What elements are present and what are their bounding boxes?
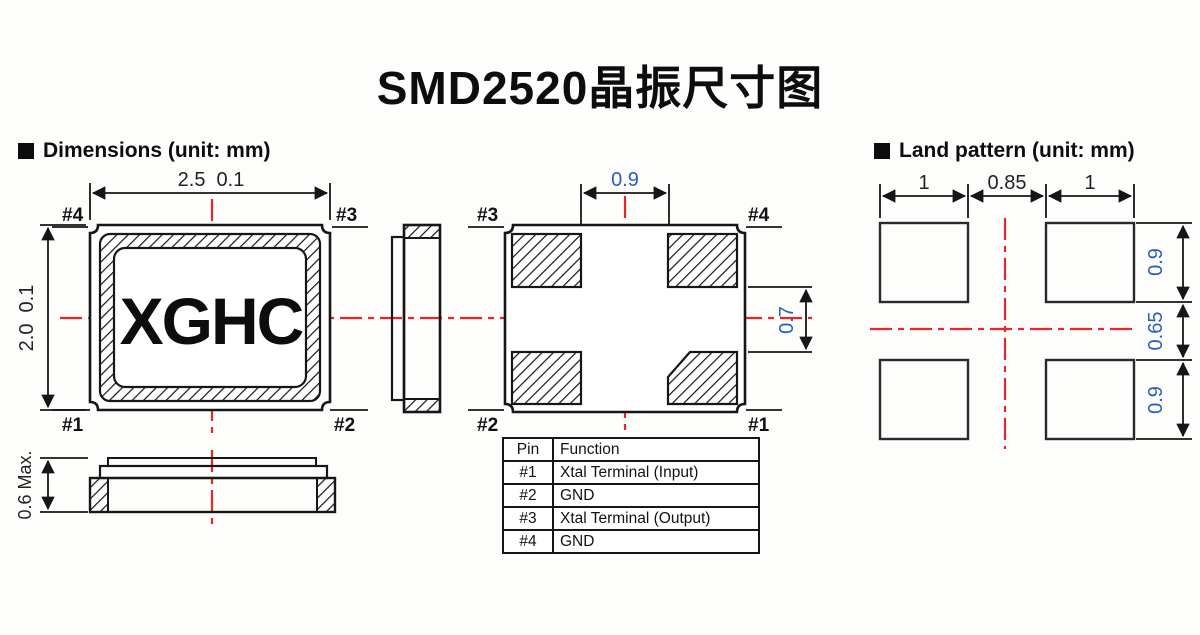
side-view-top-seal-hatch bbox=[403, 224, 441, 239]
profile-view-upper-body bbox=[98, 464, 329, 480]
table-row: #1 Xtal Terminal (Input) bbox=[502, 460, 760, 485]
pad-height-dimension: 0.7 bbox=[748, 286, 813, 353]
bottom-view-pad3 bbox=[510, 232, 583, 289]
page-title: SMD2520晶振尺寸图 bbox=[376, 62, 824, 114]
land-pad-top-left bbox=[878, 221, 970, 304]
profile-view bbox=[88, 457, 337, 514]
land-pad-width-right-text: 1 bbox=[1084, 172, 1095, 194]
pin-cell: #4 bbox=[502, 529, 554, 554]
land-heading-label: Land pattern (unit: mm) bbox=[899, 139, 1135, 162]
dimensions-section-heading: Dimensions (unit: mm) bbox=[18, 139, 271, 163]
table-row: #3 Xtal Terminal (Output) bbox=[502, 506, 760, 531]
land-pad-top-right bbox=[1044, 221, 1136, 304]
dimensions-heading-label: Dimensions (unit: mm) bbox=[43, 139, 271, 162]
table-header-row: Pin Function bbox=[502, 437, 760, 462]
front-view-ring-inner-edge bbox=[112, 246, 308, 389]
front-pin3-label: #3 bbox=[336, 205, 357, 226]
bottom-pin1-label: #1 bbox=[748, 415, 770, 436]
land-pad-height-bottom-text: 0.9 bbox=[1145, 386, 1167, 414]
land-pattern-section-heading: Land pattern (unit: mm) bbox=[874, 139, 1135, 163]
thickness-dim-text: 0.6 Max. bbox=[15, 450, 35, 519]
table-row: #4 GND bbox=[502, 529, 760, 554]
side-view-bottom-seal-hatch bbox=[403, 398, 441, 413]
front-height-dimension: 2.0 0.1 bbox=[16, 224, 86, 411]
front-pin4-label: #4 bbox=[62, 205, 84, 226]
pad-height-dim-text: 0.7 bbox=[776, 306, 798, 334]
function-cell: Xtal Terminal (Input) bbox=[552, 460, 760, 485]
land-gap-v-text: 0.65 bbox=[1145, 312, 1167, 351]
bottom-view-pad2 bbox=[510, 350, 583, 406]
bottom-view-pin-leaders bbox=[468, 226, 782, 411]
front-width-dim-text: 2.5 0.1 bbox=[178, 169, 245, 191]
pin-cell: #2 bbox=[502, 483, 554, 508]
front-width-dimension: 2.5 0.1 bbox=[89, 169, 331, 220]
pin-function-table: Pin Function #1 Xtal Terminal (Input) #2… bbox=[502, 437, 760, 554]
land-gap-h-text: 0.85 bbox=[988, 172, 1027, 194]
pin-cell: #3 bbox=[502, 506, 554, 531]
land-pad-bottom-right bbox=[1044, 358, 1136, 441]
table-row: #2 GND bbox=[502, 483, 760, 508]
pad-gap-dim-text: 0.9 bbox=[611, 169, 639, 191]
profile-view-right-pad-hatch bbox=[316, 477, 336, 513]
front-view: XGHC bbox=[88, 223, 332, 412]
bottom-view-pad4 bbox=[666, 232, 739, 289]
pin-column-header: Pin bbox=[502, 437, 554, 462]
land-pattern bbox=[878, 221, 1136, 441]
front-pin1-label: #1 bbox=[62, 415, 84, 436]
part-marking: XGHC bbox=[120, 284, 303, 358]
land-vertical-dimensions: 0.9 0.65 0.9 bbox=[1136, 222, 1192, 440]
section-bullet-icon bbox=[874, 143, 890, 159]
pin-cell: #1 bbox=[502, 460, 554, 485]
section-bullet-icon bbox=[18, 143, 34, 159]
function-cell: GND bbox=[552, 529, 760, 554]
land-horizontal-dimensions: 1 0.85 1 bbox=[879, 172, 1135, 218]
bottom-view bbox=[503, 223, 747, 414]
bottom-pin2-label: #2 bbox=[477, 415, 498, 436]
thickness-dimension: 0.6 Max. bbox=[15, 450, 88, 520]
function-cell: GND bbox=[552, 483, 760, 508]
front-pin2-label: #2 bbox=[334, 415, 355, 436]
land-pad-bottom-left bbox=[878, 358, 970, 441]
side-view bbox=[390, 223, 442, 414]
profile-view-left-pad-hatch bbox=[89, 477, 109, 513]
front-view-ring-outer-edge bbox=[98, 232, 322, 403]
function-cell: Xtal Terminal (Output) bbox=[552, 506, 760, 531]
front-height-dim-text: 2.0 0.1 bbox=[16, 285, 38, 352]
land-pad-width-left-text: 1 bbox=[918, 172, 929, 194]
pad-gap-dimension: 0.9 bbox=[580, 169, 670, 226]
function-column-header: Function bbox=[552, 437, 760, 462]
bottom-view-pad1-chamfered bbox=[666, 350, 739, 406]
land-pad-height-top-text: 0.9 bbox=[1145, 248, 1167, 276]
bottom-pin3-label: #3 bbox=[477, 205, 498, 226]
bottom-pin4-label: #4 bbox=[748, 205, 770, 226]
